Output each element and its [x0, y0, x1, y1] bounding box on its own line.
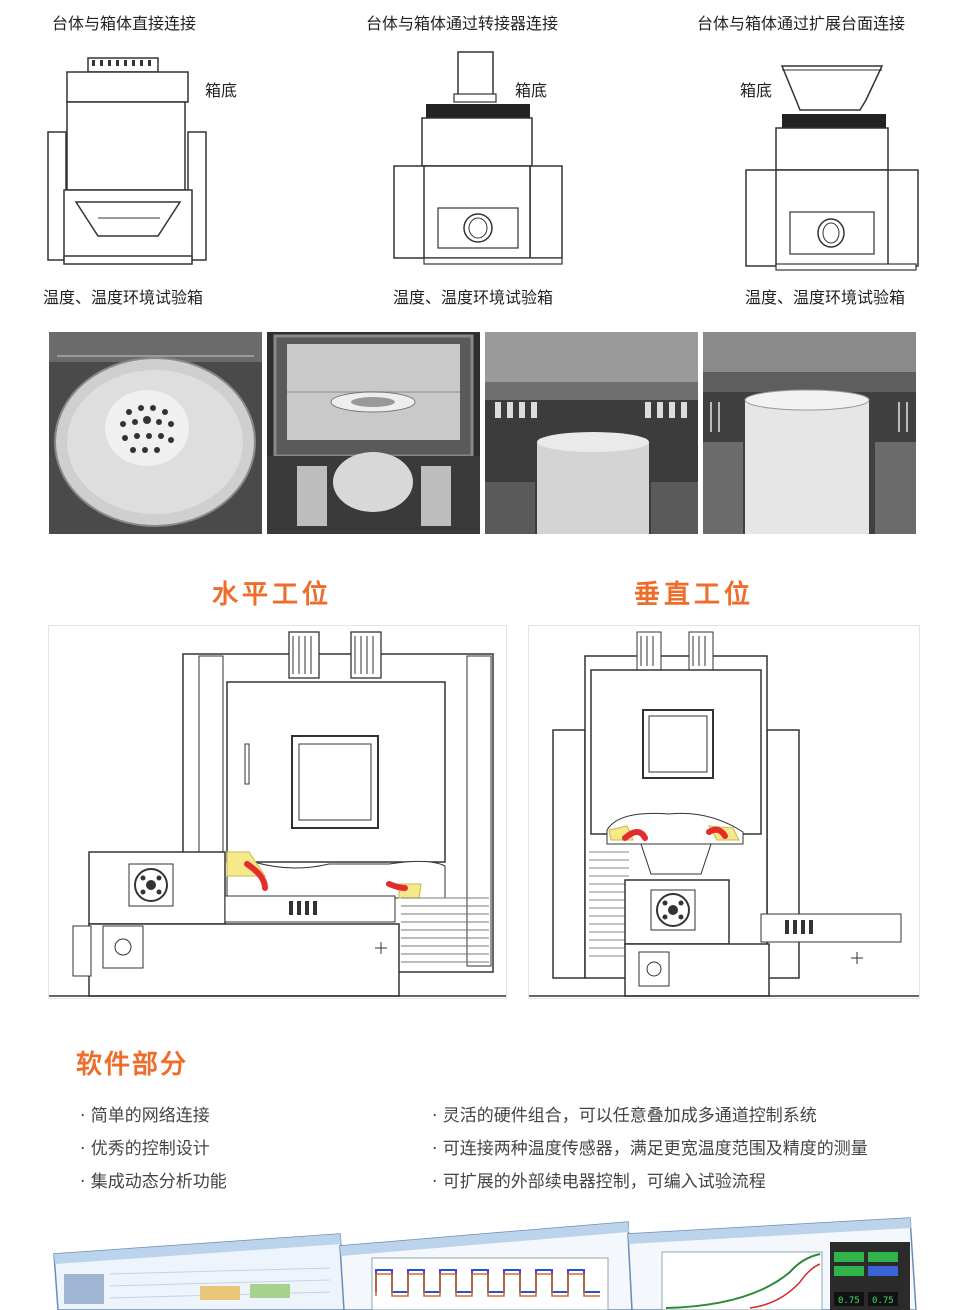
config-caption-1: 温度、温度环境试验箱	[43, 288, 204, 307]
vertical-position-drawing	[528, 625, 920, 999]
svg-text:0.75: 0.75	[872, 1296, 894, 1306]
software-feature-network: · 简单的网络连接	[80, 1106, 210, 1126]
software-feature-hardware-combo: · 灵活的硬件组合，可以任意叠加成多通道控制系统	[432, 1106, 817, 1126]
software-feature-dynamic-analysis: · 集成动态分析功能	[80, 1172, 227, 1192]
vertical-position-title: 垂直工位	[634, 580, 755, 610]
config-title-extension: 台体与箱体通过扩展台面连接	[697, 14, 906, 33]
software-feature-temp-sensors: · 可连接两种温度传感器，满足更宽温度范围及精度的测量	[432, 1139, 868, 1159]
svg-text:0.75: 0.75	[838, 1296, 860, 1306]
software-feature-relay-control: · 可扩展的外部续电器控制，可编入试验流程	[432, 1172, 766, 1192]
photo-shaker-under-chamber	[485, 332, 698, 534]
box-bottom-label-1: 箱底	[205, 81, 238, 100]
box-bottom-label-2: 箱底	[515, 81, 548, 100]
photo-table-top	[49, 332, 262, 534]
config-diagram-adapter	[393, 51, 563, 265]
config-title-adapter: 台体与箱体通过转接器连接	[366, 14, 559, 33]
software-feature-control-design: · 优秀的控制设计	[80, 1139, 210, 1159]
photo-chamber-interior	[267, 332, 480, 534]
config-caption-3: 温度、温度环境试验箱	[745, 288, 906, 307]
horizontal-position-title: 水平工位	[212, 580, 333, 610]
box-bottom-label-3: 箱底	[740, 81, 773, 100]
config-diagram-direct	[47, 57, 207, 265]
horizontal-position-drawing	[48, 625, 507, 999]
software-screenshots: 0.75 0.75	[53, 1217, 917, 1310]
software-section-title: 软件部分	[76, 1050, 189, 1080]
config-title-direct: 台体与箱体直接连接	[52, 14, 197, 33]
photo-shaker-closeup	[703, 332, 916, 534]
config-caption-2: 温度、温度环境试验箱	[393, 288, 554, 307]
config-diagram-extension	[745, 65, 919, 271]
